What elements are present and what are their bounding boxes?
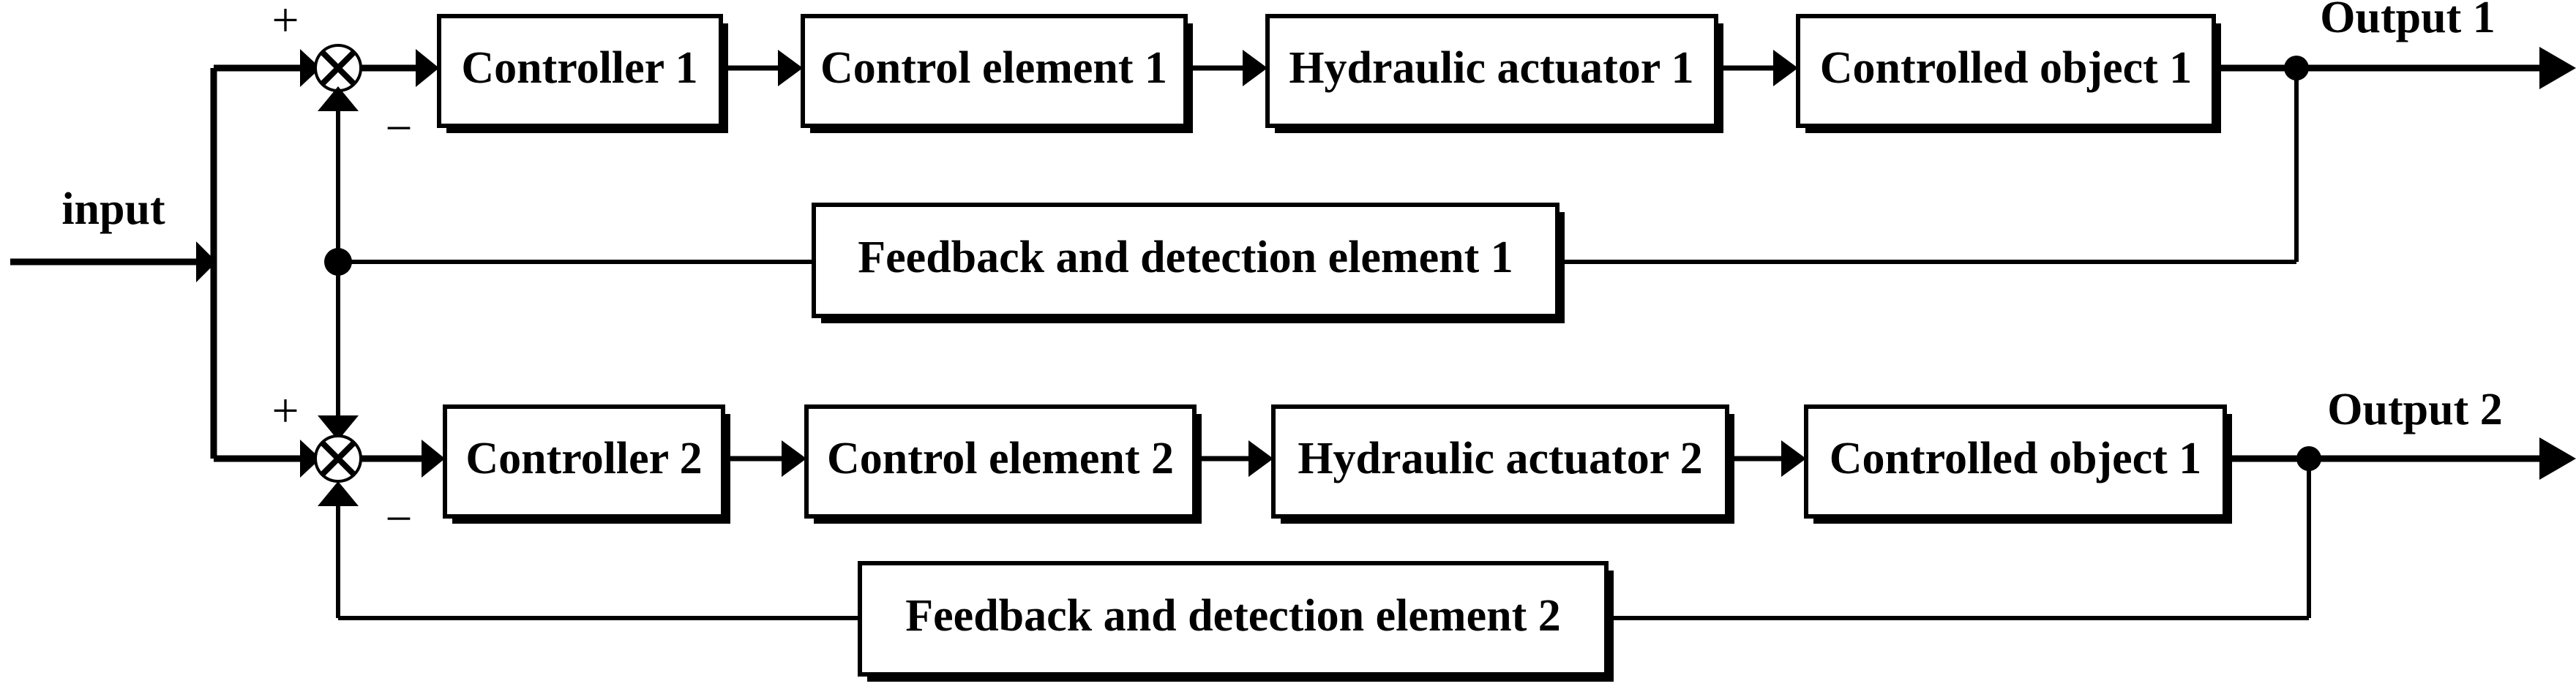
output-2-wire [2225, 437, 2576, 480]
wire-actuator1-to-object1 [1716, 50, 1798, 86]
block-feedback-detection-element-1[interactable]: Feedback and detection element 1 [812, 203, 1565, 323]
block-feedback-detection-element-2[interactable]: Feedback and detection element 2 [858, 561, 1614, 682]
output-2-label: Output 2 [2327, 385, 2502, 434]
block-control-element-2[interactable]: Control element 2 [804, 404, 1202, 524]
block-hydraulic-actuator-2-label: Hydraulic actuator 2 [1298, 434, 1702, 483]
wire-controlelement2-to-actuator2 [1194, 440, 1273, 477]
feedback-path-1-wire [338, 68, 2299, 264]
block-hydraulic-actuator-2[interactable]: Hydraulic actuator 2 [1271, 404, 1734, 524]
output-1-label: Output 1 [2320, 0, 2495, 42]
block-controlled-object-2-label: Controlled object 1 [1830, 434, 2202, 483]
block-hydraulic-actuator-1[interactable]: Hydraulic actuator 1 [1265, 14, 1723, 133]
loop1-minus-sign: − [385, 102, 412, 155]
block-control-element-1-label: Control element 1 [820, 43, 1167, 93]
loop1-plus-sign: + [272, 0, 299, 47]
output-1-wire [2214, 47, 2576, 89]
block-controller-1[interactable]: Controller 1 [437, 14, 728, 133]
input-distribution-bus [210, 49, 321, 478]
summing-junction-1[interactable] [314, 44, 362, 92]
block-control-element-1[interactable]: Control element 1 [801, 14, 1193, 133]
wire-controlelement1-to-actuator1 [1186, 50, 1268, 86]
block-controller-2-label: Controller 2 [465, 434, 702, 483]
wire-summer1-to-controller1 [361, 49, 439, 87]
wire-controller1-to-controlelement1 [721, 50, 803, 86]
wire-controller2-to-controlelement2 [723, 440, 806, 477]
block-feedback-detection-element-2-label: Feedback and detection element 2 [905, 591, 1560, 641]
wire-actuator2-to-object2 [1727, 440, 1806, 477]
input-signal-arrow [10, 241, 217, 282]
block-hydraulic-actuator-1-label: Hydraulic actuator 1 [1289, 43, 1693, 93]
block-controlled-object-1[interactable]: Controlled object 1 [1796, 14, 2221, 133]
loop2-plus-sign: + [272, 384, 299, 437]
block-controlled-object-1-label: Controlled object 1 [1820, 43, 2193, 93]
feedback-1-vertical-bus [318, 86, 359, 440]
block-controller-1-label: Controller 1 [461, 43, 697, 93]
summing-junction-2[interactable] [314, 434, 362, 483]
loop2-minus-sign: − [385, 492, 412, 546]
feedback-1-branch-dot [324, 248, 352, 276]
input-label: input [61, 184, 165, 234]
wire-summer2-to-controller2 [361, 440, 445, 478]
block-control-element-2-label: Control element 2 [827, 434, 1174, 483]
block-feedback-detection-element-1-label: Feedback and detection element 1 [858, 233, 1513, 282]
block-controlled-object-2[interactable]: Controlled object 1 [1804, 404, 2232, 524]
block-controller-2[interactable]: Controller 2 [443, 404, 730, 524]
feedback-path-2-wire [318, 459, 2311, 620]
